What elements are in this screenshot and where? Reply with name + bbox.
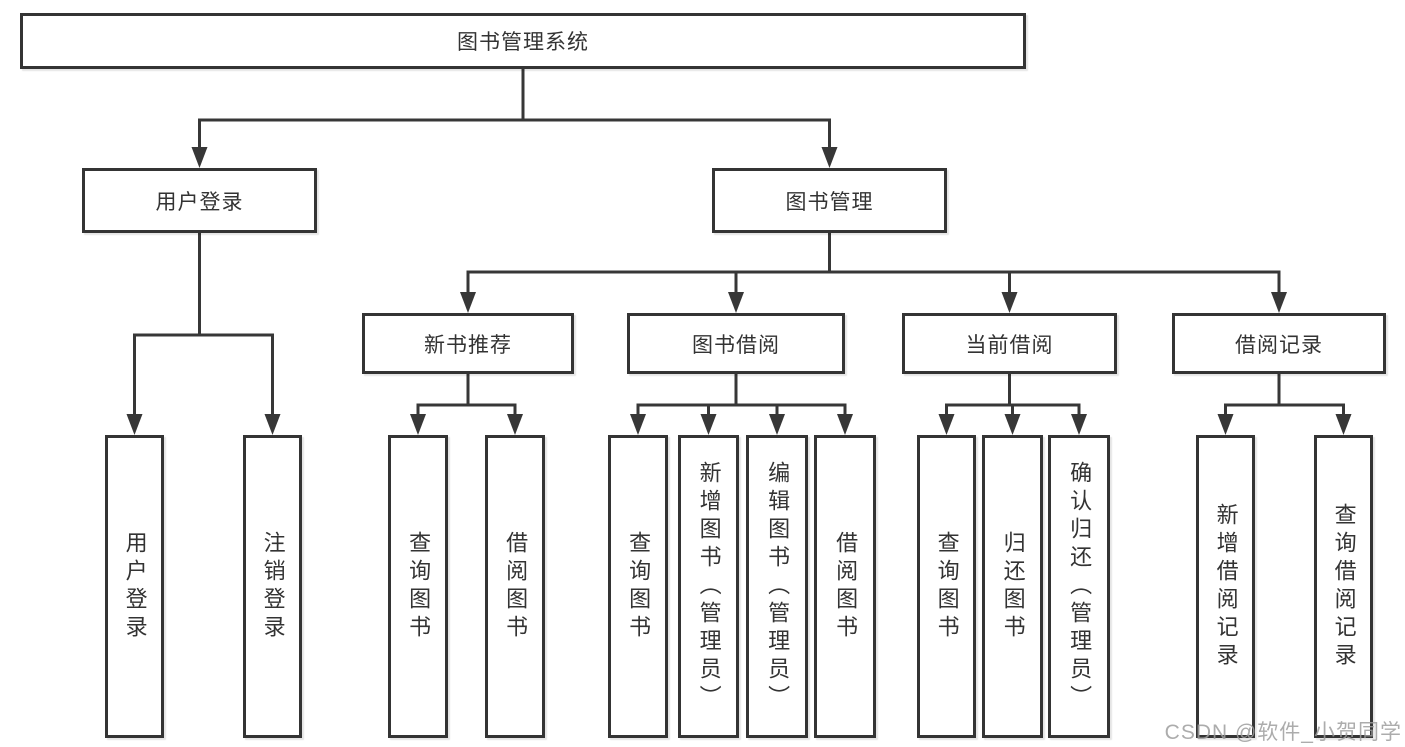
- node-edit-books-admin: 编辑图书（管理员）: [746, 435, 808, 738]
- node-return-books: 归还图书: [982, 435, 1043, 738]
- node-label: 新增图书（管理员）: [696, 460, 722, 713]
- node-label: 查询图书: [934, 530, 960, 643]
- arrowhead: [1001, 292, 1018, 313]
- node-label: 归还图书: [1000, 530, 1026, 643]
- node-logout: 注销登录: [243, 435, 302, 738]
- connector-book-management-to-level3: [466, 231, 1281, 297]
- node-query-books-current: 查询图书: [917, 435, 976, 738]
- node-label: 编辑图书（管理员）: [765, 460, 791, 713]
- arrowhead: [938, 414, 955, 435]
- node-label: 图书管理: [785, 190, 874, 214]
- node-label: 图书管理系统: [457, 31, 589, 54]
- node-book-borrowing: 图书借阅: [627, 313, 845, 374]
- node-confirm-return-admin: 确认归还（管理员）: [1048, 435, 1110, 738]
- node-label: 查询图书: [626, 530, 652, 643]
- arrowhead: [1271, 292, 1287, 313]
- arrowheads: [126, 147, 1352, 435]
- node-label: 注销登录: [260, 530, 286, 643]
- arrowhead: [460, 292, 476, 313]
- node-label: 用户登录: [155, 190, 244, 214]
- arrowhead: [1335, 414, 1352, 435]
- node-borrow-books-borrowing: 借阅图书: [814, 435, 876, 738]
- arrowhead: [837, 414, 853, 435]
- arrowhead: [1004, 414, 1021, 435]
- node-query-borrow-record: 查询借阅记录: [1314, 435, 1373, 738]
- node-label: 借阅图书: [833, 530, 859, 643]
- node-library-management-system: 图书管理系统: [20, 13, 1026, 69]
- csdn-watermark: CSDN @软件_小贺同学: [1164, 721, 1402, 744]
- arrowhead: [769, 414, 785, 435]
- arrowhead: [728, 292, 744, 313]
- arrowhead: [507, 414, 523, 435]
- node-new-book-recommendation: 新书推荐: [362, 313, 574, 374]
- node-label: 图书借阅: [692, 333, 780, 357]
- connector-borrowing-records-to-leaves: [1224, 372, 1345, 420]
- node-label: 新增借阅记录: [1213, 502, 1239, 671]
- node-borrow-books-recommend: 借阅图书: [485, 435, 545, 738]
- node-label: 借阅图书: [503, 530, 529, 643]
- connector-elbows: [133, 67, 1345, 420]
- arrowhead: [191, 147, 208, 168]
- node-label: 用户登录: [122, 530, 148, 643]
- arrowhead: [410, 414, 426, 435]
- connector-user-login-to-leaves: [133, 231, 274, 418]
- node-current-borrowing: 当前借阅: [902, 313, 1117, 374]
- node-label: 确认归还（管理员）: [1067, 460, 1093, 713]
- arrowhead: [821, 147, 838, 168]
- arrowhead: [700, 414, 717, 435]
- node-label: 借阅记录: [1235, 333, 1323, 357]
- node-book-management: 图书管理: [712, 168, 947, 233]
- node-label: 查询图书: [406, 530, 432, 643]
- node-add-books-admin: 新增图书（管理员）: [678, 435, 739, 738]
- node-label: 查询借阅记录: [1331, 502, 1357, 671]
- node-user-login: 用户登录: [82, 168, 317, 233]
- connector-book-borrowing-to-leaves: [636, 372, 847, 420]
- node-user-login-leaf: 用户登录: [105, 435, 164, 738]
- node-add-borrow-record: 新增借阅记录: [1196, 435, 1255, 738]
- arrowhead: [1071, 414, 1087, 435]
- node-query-books-borrowing: 查询图书: [608, 435, 668, 738]
- arrowhead: [630, 414, 646, 435]
- node-label: 当前借阅: [965, 333, 1054, 357]
- arrowhead: [264, 414, 281, 435]
- connector-root-to-level2: [198, 67, 831, 152]
- connector-new-book-recommendation-to-leaves: [416, 372, 517, 420]
- connector-current-borrowing-to-leaves: [945, 372, 1081, 420]
- node-borrowing-records: 借阅记录: [1172, 313, 1386, 374]
- node-query-books-recommend: 查询图书: [388, 435, 448, 738]
- arrowhead: [1217, 414, 1234, 435]
- arrowhead: [126, 414, 143, 435]
- node-label: 新书推荐: [424, 333, 512, 357]
